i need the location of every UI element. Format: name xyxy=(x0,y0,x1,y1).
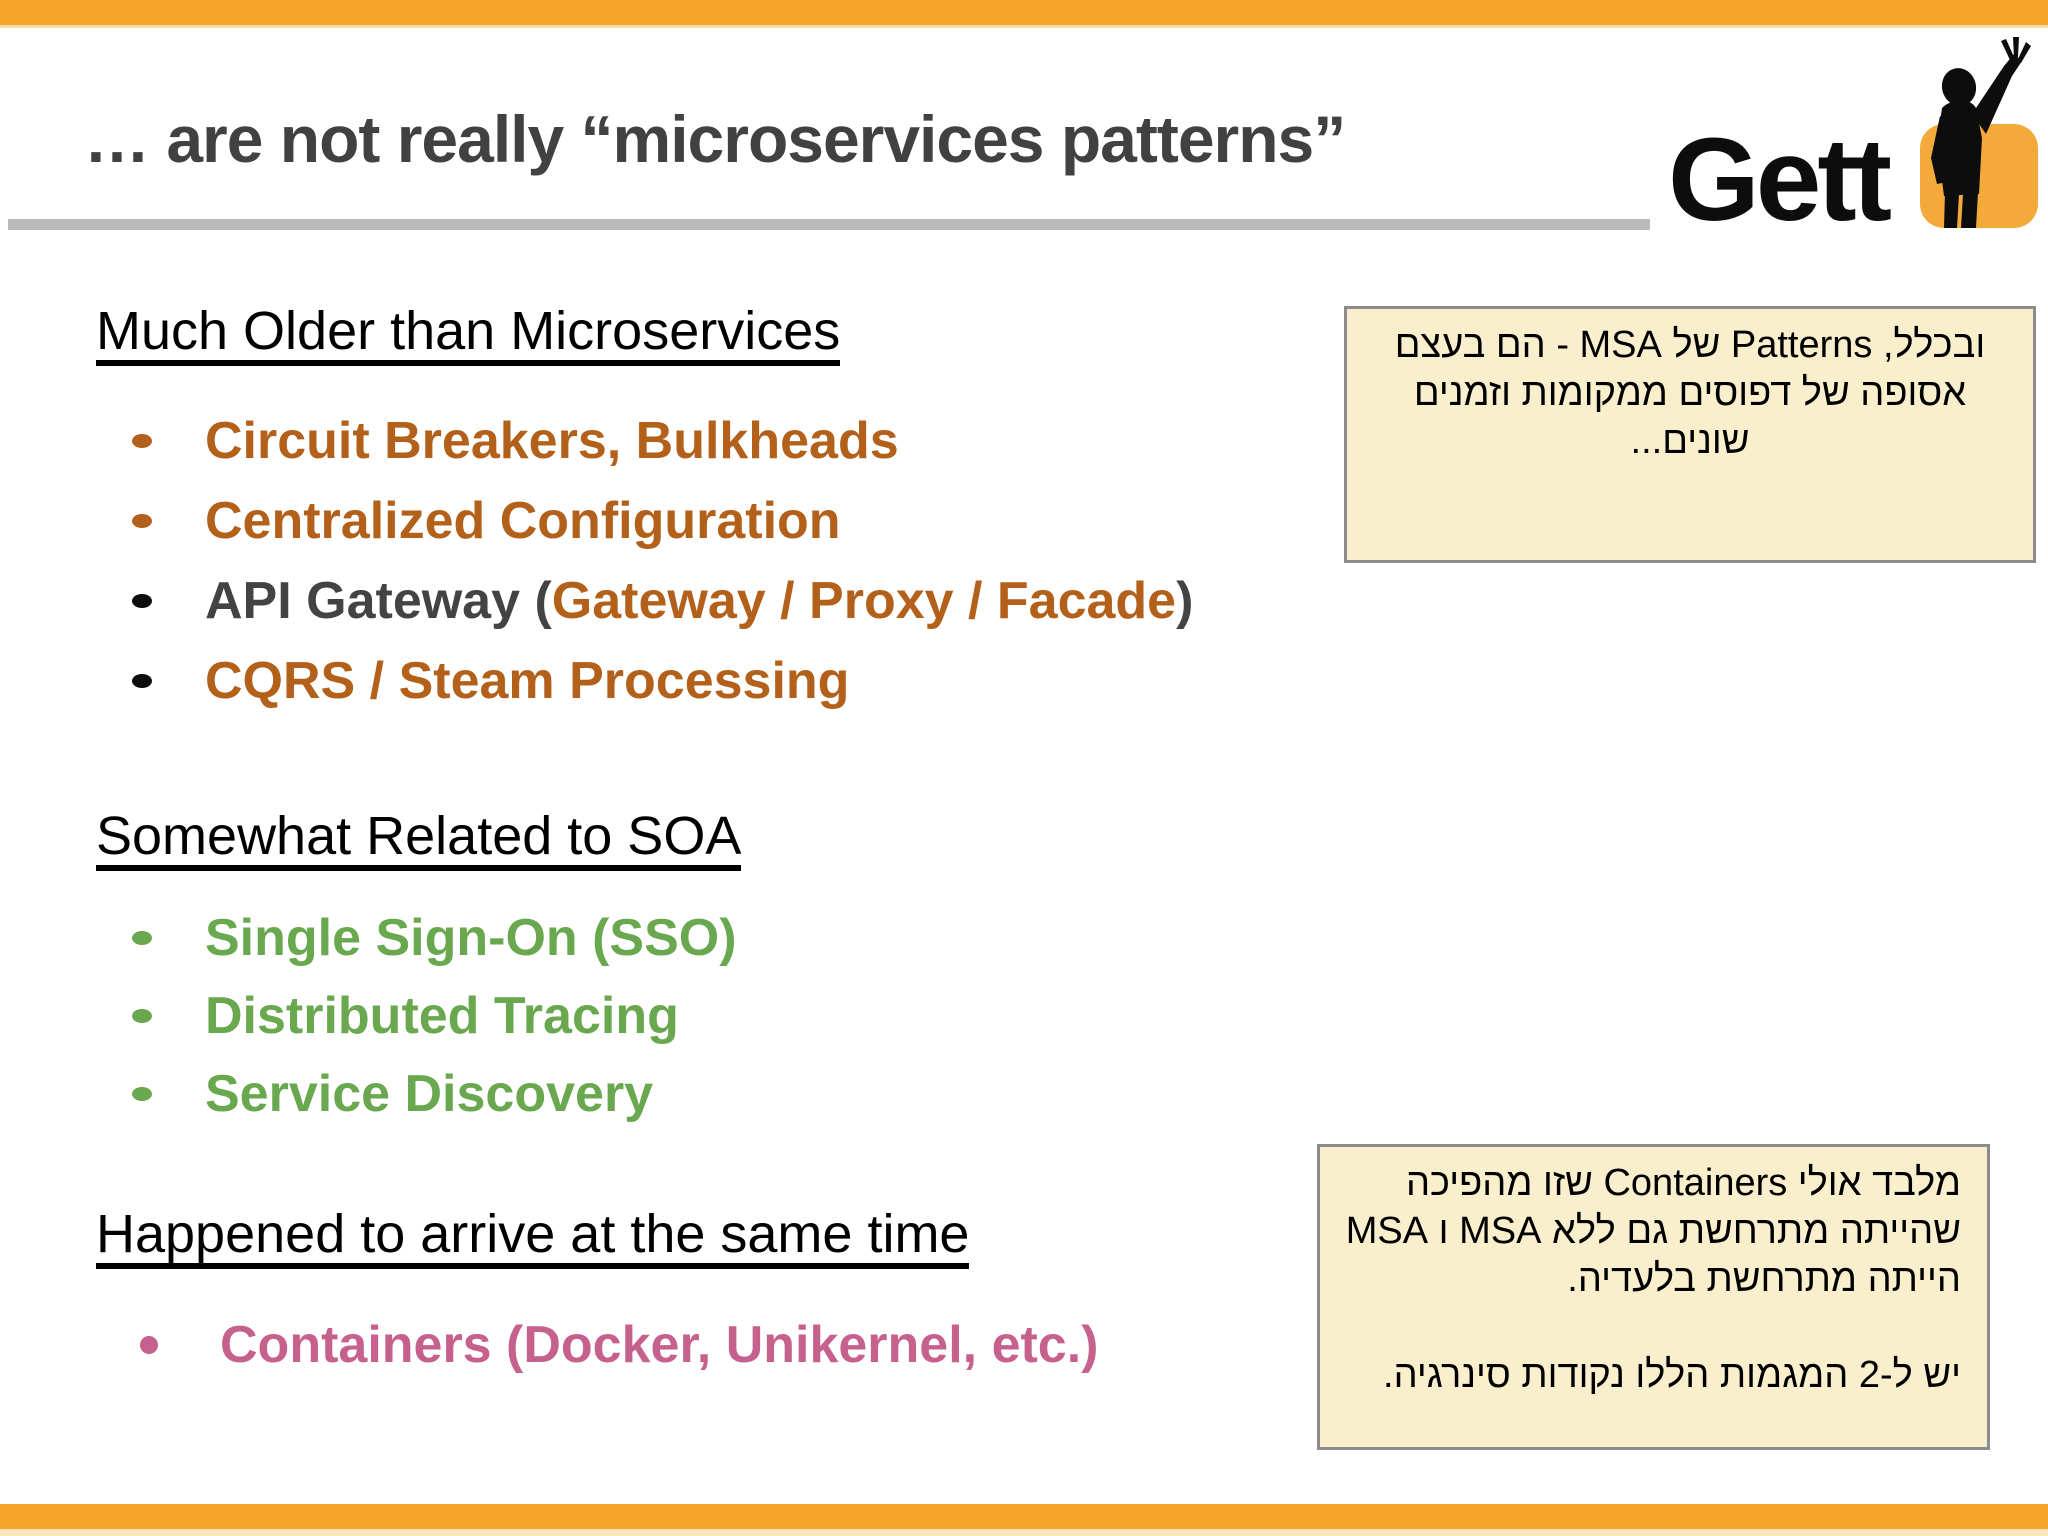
bullet-dot xyxy=(140,1336,158,1354)
top-accent-bar xyxy=(0,0,2048,28)
section-heading-related-to-soa: Somewhat Related to SOA xyxy=(96,808,742,871)
note-line xyxy=(1340,1303,1961,1351)
person-raising-hand-icon xyxy=(1920,37,2038,228)
note-line: שונים... xyxy=(1630,420,1750,462)
bullet-text: Single Sign-On (SSO) xyxy=(205,909,737,967)
bullet-text: Centralized Configuration xyxy=(205,492,841,550)
bullet-list-same-time: Containers (Docker, Unikernel, etc.) xyxy=(0,1305,1500,1385)
bullet-dot xyxy=(132,514,152,528)
list-item: Containers (Docker, Unikernel, etc.) xyxy=(0,1305,1500,1385)
hebrew-note-msa-patterns: ובכלל, Patterns של MSA - הם בעצם אסופה ש… xyxy=(1344,306,2036,563)
title-divider-line xyxy=(8,219,1650,230)
bullet-dot xyxy=(132,931,152,945)
section-heading-text: Happened to arrive at the same time xyxy=(96,1206,970,1269)
slide-title: … are not really “microservices patterns… xyxy=(84,102,1346,176)
bullet-dot xyxy=(132,434,152,448)
bullet-dot xyxy=(132,674,152,688)
bottom-accent-strip xyxy=(0,1529,2048,1536)
section-heading-much-older: Much Older than Microservices xyxy=(96,303,841,366)
bullet-text: CQRS / Steam Processing xyxy=(205,652,850,710)
bullet-text: Gateway / Proxy / Facade xyxy=(551,572,1177,630)
bullet-text: Containers (Docker, Unikernel, etc.) xyxy=(220,1316,1099,1374)
list-item: Centralized Configuration xyxy=(0,481,1500,561)
section-heading-same-time: Happened to arrive at the same time xyxy=(96,1206,970,1269)
bullet-dot xyxy=(132,594,152,608)
note-line: שהייתה מתרחשת גם ללא MSA ו MSA xyxy=(1345,1210,1961,1252)
bullet-text: ) xyxy=(1176,572,1194,630)
list-item: Circuit Breakers, Bulkheads xyxy=(0,401,1500,481)
note-line: הייתה מתרחשת בלעדיה. xyxy=(1567,1258,1961,1300)
section-heading-text: Much Older than Microservices xyxy=(96,303,841,366)
bullet-text: API Gateway ( xyxy=(205,572,552,630)
section-heading-text: Somewhat Related to SOA xyxy=(96,808,742,871)
gett-logo-wordmark: Gett xyxy=(1668,114,1892,246)
note-line: אסופה של דפוסים ממקומות וזמנים xyxy=(1413,372,1967,414)
note-line: יש ל-2 המגמות הללו נקודות סינרגיה. xyxy=(1383,1354,1961,1396)
list-item: Distributed Tracing xyxy=(0,977,1500,1055)
hebrew-note-containers: מלבד אולי Containers שזו מהפיכה שהייתה מ… xyxy=(1317,1144,1990,1450)
list-item: Single Sign-On (SSO) xyxy=(0,899,1500,977)
list-item: API Gateway (Gateway / Proxy / Facade) xyxy=(0,561,1500,641)
bullet-dot xyxy=(132,1087,152,1101)
bullet-list-much-older: Circuit Breakers, Bulkheads Centralized … xyxy=(0,401,1500,721)
note-line: מלבד אולי Containers שזו מהפיכה xyxy=(1405,1162,1961,1204)
list-item: CQRS / Steam Processing xyxy=(0,641,1500,721)
note-line: ובכלל, Patterns של MSA - הם בעצם xyxy=(1394,324,1986,366)
list-item: Service Discovery xyxy=(0,1055,1500,1133)
bullet-dot xyxy=(132,1009,152,1023)
bottom-accent-bar xyxy=(0,1504,2048,1529)
bullet-text: Service Discovery xyxy=(205,1065,654,1123)
bullet-text: Distributed Tracing xyxy=(205,987,679,1045)
bullet-list-related-to-soa: Single Sign-On (SSO) Distributed Tracing… xyxy=(0,899,1500,1133)
bullet-text: Circuit Breakers, Bulkheads xyxy=(205,412,899,470)
